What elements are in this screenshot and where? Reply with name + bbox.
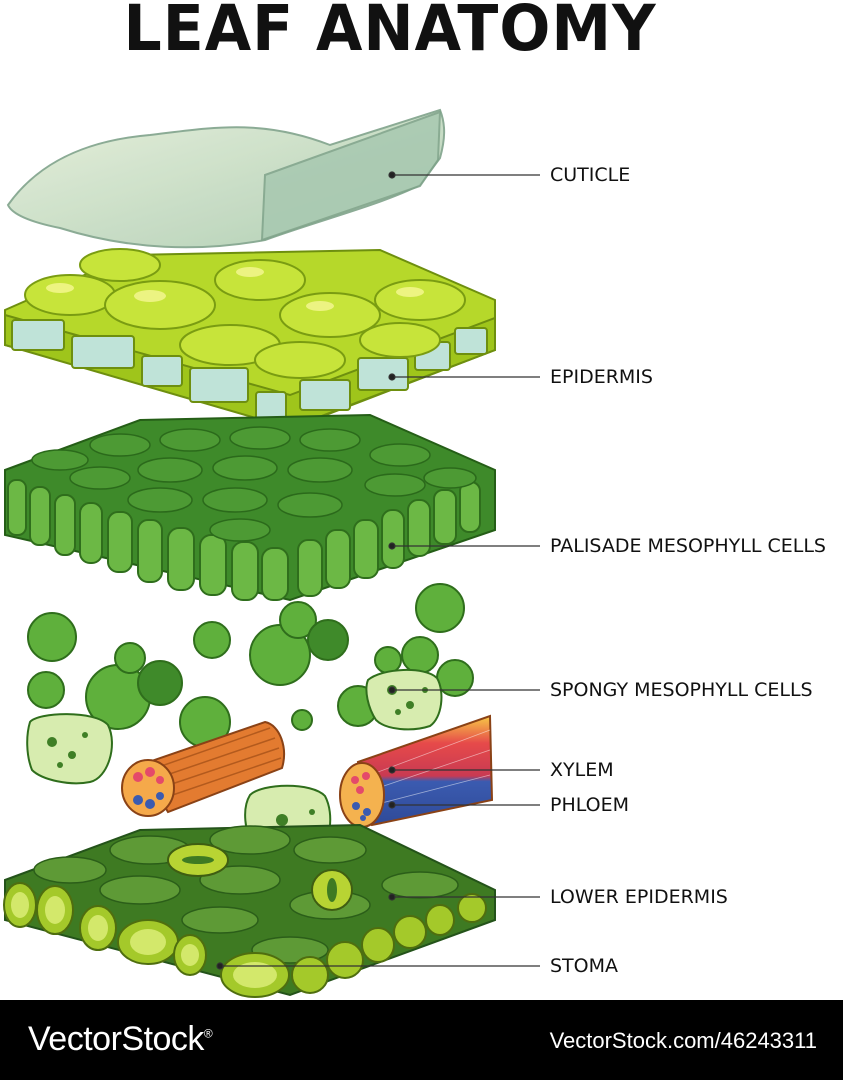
diagram-title: LEAF ANATOMY [123,0,657,66]
palisade-layer [4,413,496,602]
vascular-bundle-right [339,714,494,828]
label-spongy-mesophyll: SPONGY MESOPHYLL CELLS [550,679,813,701]
brand-logo: VectorStock® [28,1020,213,1059]
leader-lines [216,171,540,970]
brand-registered-mark: ® [203,1026,213,1041]
label-cuticle: CUTICLE [550,164,631,186]
vascular-bundle-left [121,720,285,817]
footer-bar: VectorStock® VectorStock.com/46243311 [0,1000,843,1080]
cuticle-layer [6,108,446,249]
epidermis-layer [4,248,496,430]
lower-epidermis-layer [3,823,496,998]
image-url: VectorStock.com/46243311 [549,1028,817,1053]
label-lower-epidermis: LOWER EPIDERMIS [550,886,728,908]
label-phloem: PHLOEM [550,794,630,816]
leaf-anatomy-illustration [3,108,540,998]
label-xylem: XYLEM [550,759,614,781]
label-stoma: STOMA [550,955,619,977]
label-palisade-mesophyll: PALISADE MESOPHYLL CELLS [550,535,826,557]
label-epidermis: EPIDERMIS [550,366,653,388]
brand-name: VectorStock [28,1020,204,1058]
